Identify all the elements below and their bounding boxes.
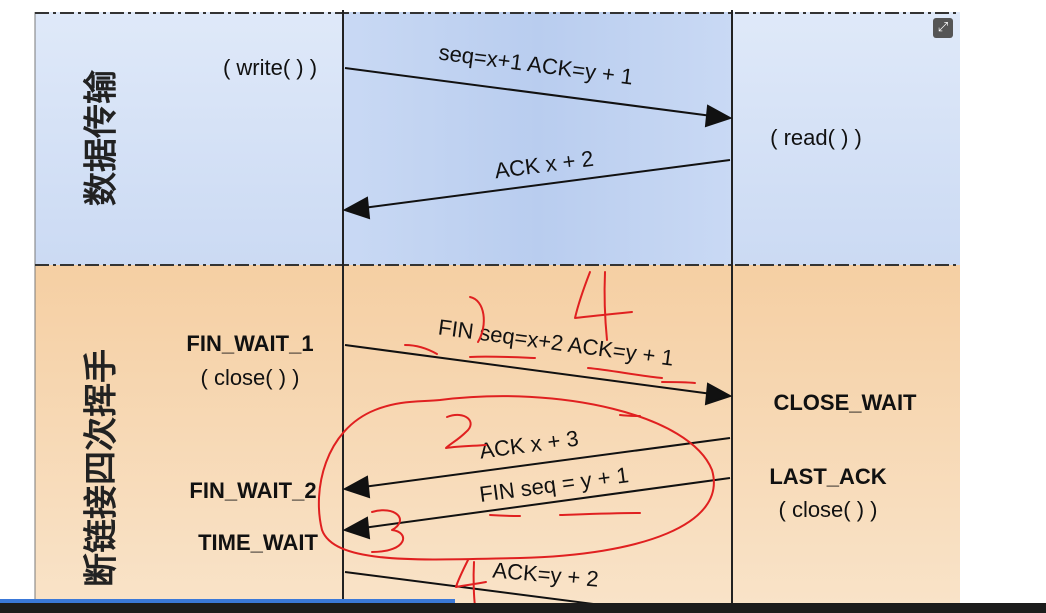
video-progress-bar[interactable] — [0, 599, 455, 603]
hand-underline-x2 — [469, 355, 536, 359]
label-fin-wait-1: FIN_WAIT_1 — [186, 331, 313, 356]
phase-bg-data-transfer-center — [343, 12, 732, 265]
phase-label-four-way-handshake: 断链接四次挥手 — [82, 349, 122, 587]
hand-tick-right — [619, 414, 641, 417]
arrowhead-m5 — [342, 516, 371, 540]
hand-mark-3-shape — [371, 509, 404, 553]
phase-bg-four-way-handshake — [35, 265, 960, 605]
arrowhead-m4 — [342, 475, 371, 499]
hand-underline-y1 — [661, 381, 696, 384]
message-arrows — [342, 67, 733, 611]
arrow-m5 — [362, 477, 731, 529]
label-close-wait: CLOSE_WAIT — [773, 390, 917, 415]
arrow-m3 — [344, 344, 713, 395]
arrowhead-m2 — [342, 196, 371, 220]
hand-stroke-1 — [469, 296, 485, 343]
arrow-m1 — [344, 67, 713, 117]
fullscreen-toggle-icon[interactable]: ⤢ — [933, 18, 953, 38]
label-close-server: ( close( ) ) — [779, 497, 878, 522]
arrow-m2 — [362, 159, 731, 209]
arrowhead-m1 — [704, 104, 733, 128]
phase-label-data-transfer: 数据传输 — [82, 69, 122, 206]
hand-underline-seq — [404, 344, 438, 355]
hand-underline-y1b — [559, 512, 641, 516]
label-close-client: ( close( ) ) — [201, 365, 300, 390]
hand-underline-ack — [587, 367, 663, 379]
label-last-ack: LAST_ACK — [769, 464, 886, 489]
arrowhead-m3 — [704, 382, 733, 406]
video-control-bar[interactable] — [0, 603, 1046, 613]
label-fin-wait-2: FIN_WAIT_2 — [189, 478, 316, 503]
hand-mark-2-shape — [445, 413, 487, 449]
hand-loop-circle — [317, 395, 715, 561]
label-read: ( read( ) ) — [770, 125, 862, 150]
handwritten-annotations — [317, 271, 715, 607]
label-time-wait: TIME_WAIT — [198, 530, 318, 555]
hand-mark-4-shape-top — [574, 271, 633, 341]
label-write: ( write( ) ) — [223, 55, 317, 80]
hand-underline-finseq — [489, 514, 521, 517]
arrow-m4 — [362, 437, 731, 488]
